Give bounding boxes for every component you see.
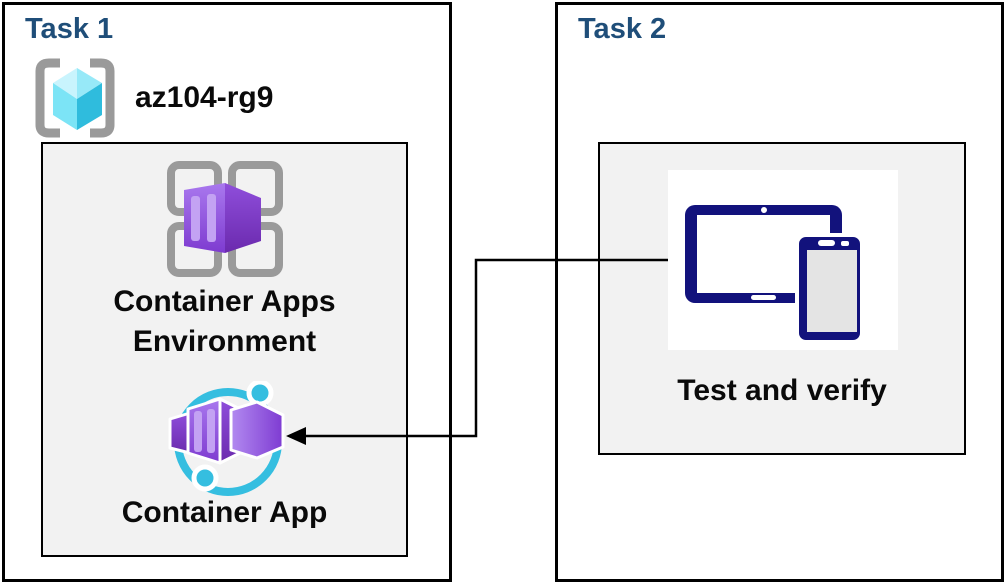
test-and-verify-box: Test and verify <box>598 142 966 455</box>
container-app-icon <box>168 381 285 496</box>
container-app-label: Container App <box>121 496 328 529</box>
environment-label-line1: Container Apps <box>113 285 336 318</box>
tablet-and-phone-icon <box>685 205 864 344</box>
resource-group-icon <box>35 58 115 138</box>
task2-title: Task 2 <box>578 13 667 45</box>
devices-icon-background <box>668 170 898 350</box>
task2-box: Task 2 Test and verify <box>555 2 1004 582</box>
resource-group-name: az104-rg9 <box>135 81 274 114</box>
container-apps-environment-box: Container Apps Environment <box>41 142 408 557</box>
container-apps-environment-label: Container Apps Environment <box>43 282 406 362</box>
task1-box: Task 1 az104-rg9 <box>2 2 452 582</box>
container-apps-environment-icon <box>167 161 283 277</box>
test-and-verify-label: Test and verify <box>677 374 887 407</box>
task1-title: Task 1 <box>25 13 114 45</box>
environment-label-line2: Environment <box>132 325 317 358</box>
